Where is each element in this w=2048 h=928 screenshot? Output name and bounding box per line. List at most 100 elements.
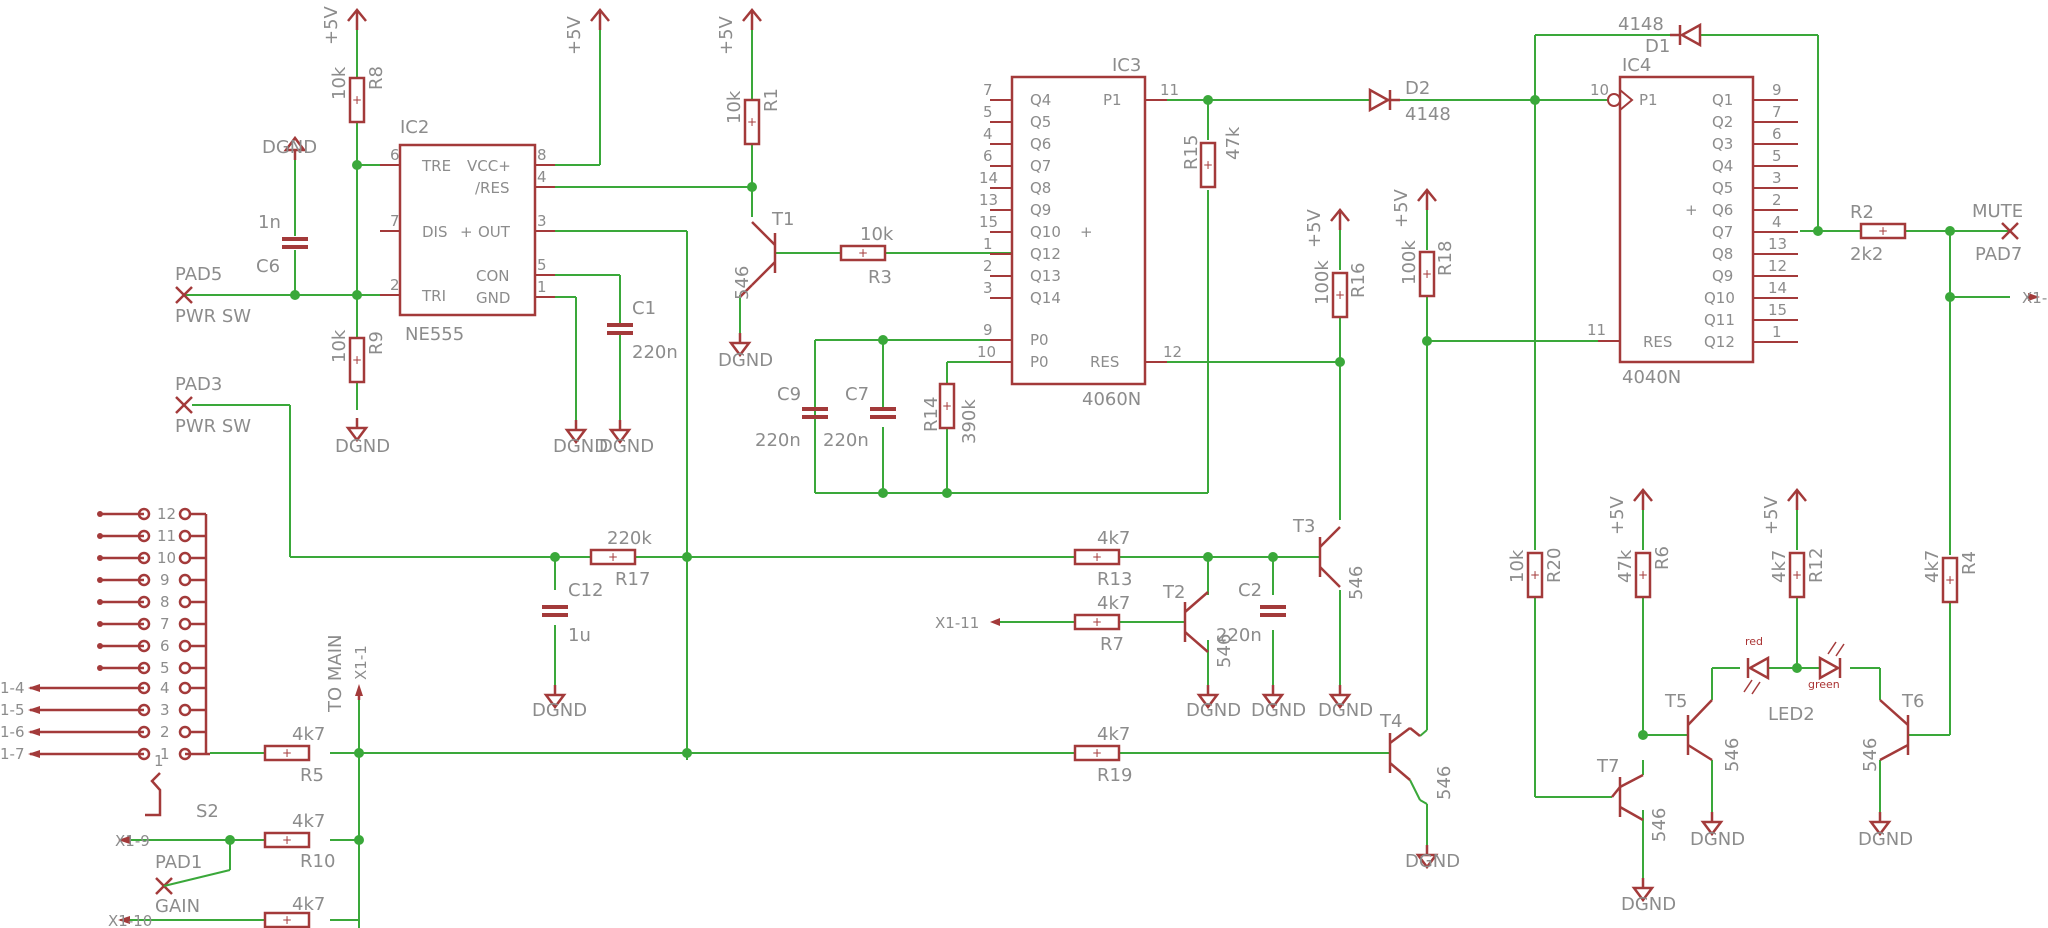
svg-text:15: 15 (1768, 301, 1787, 319)
ic2-ne555: TRE DIS TRI VCC+ /RES + OUT CON GND 6 7 … (380, 117, 555, 345)
svg-text:Q6: Q6 (1030, 135, 1051, 153)
svg-text:10k: 10k (860, 224, 894, 245)
svg-text:Q14: Q14 (1030, 289, 1061, 307)
svg-text:R15: R15 (1181, 135, 1202, 170)
svg-text:14: 14 (979, 169, 998, 187)
svg-text:R8: R8 (366, 66, 387, 90)
svg-text:546: 546 (1214, 634, 1235, 668)
svg-text:R7: R7 (1100, 634, 1124, 655)
svg-text:GND: GND (476, 289, 510, 307)
svg-text:DGND: DGND (1858, 829, 1913, 850)
svg-text:14: 14 (1768, 279, 1787, 297)
svg-text:12: 12 (1163, 343, 1182, 361)
svg-text:4k7: 4k7 (1097, 528, 1130, 549)
svg-text:+5V: +5V (1391, 188, 1412, 228)
svg-text:+: + (460, 223, 473, 241)
svg-text:10: 10 (157, 549, 176, 567)
svg-text:R9: R9 (366, 331, 387, 355)
svg-text:Q6: Q6 (1712, 201, 1733, 219)
svg-text:1-5: 1-5 (0, 701, 25, 719)
svg-text:10k: 10k (329, 329, 350, 363)
svg-text:4148: 4148 (1618, 14, 1664, 35)
svg-text:5: 5 (537, 256, 547, 274)
svg-text:VCC+: VCC+ (467, 157, 511, 175)
svg-text:R12: R12 (1806, 548, 1827, 583)
svg-text:2: 2 (983, 257, 993, 275)
svg-text:6: 6 (390, 146, 400, 164)
diodes: D2 4148 4148 D1 red green LED2 (1368, 14, 1845, 725)
transistors (739, 221, 1910, 822)
svg-text:7: 7 (390, 212, 400, 230)
svg-text:4: 4 (537, 168, 547, 186)
junctions (225, 95, 1955, 845)
svg-text:TRE: TRE (421, 157, 451, 175)
svg-text:R20: R20 (1544, 548, 1565, 583)
svg-text:DGND: DGND (262, 137, 317, 158)
svg-text:OUT: OUT (478, 223, 511, 241)
svg-text:R14: R14 (921, 397, 942, 432)
svg-text:100k: 100k (1399, 240, 1420, 285)
svg-text:R18: R18 (1435, 241, 1456, 276)
svg-text:Q9: Q9 (1030, 201, 1051, 219)
svg-text:D1: D1 (1645, 36, 1670, 57)
svg-text:R6: R6 (1652, 546, 1673, 570)
svg-text:T5: T5 (1664, 691, 1687, 712)
svg-text:9: 9 (1772, 81, 1782, 99)
svg-text:C12: C12 (568, 580, 603, 601)
svg-text:5: 5 (983, 103, 993, 121)
svg-text:546: 546 (732, 266, 753, 300)
svg-text:R2: R2 (1850, 202, 1874, 223)
svg-text:+5V: +5V (1304, 208, 1325, 248)
svg-text:X1-: X1- (2022, 289, 2047, 307)
svg-text:+5V: +5V (564, 15, 585, 55)
svg-text:PAD7: PAD7 (1975, 244, 2022, 265)
svg-text:10k: 10k (329, 66, 350, 100)
svg-text:Q10: Q10 (1704, 289, 1735, 307)
svg-text:4k7: 4k7 (1097, 593, 1130, 614)
svg-text:12: 12 (157, 505, 176, 523)
svg-text:DGND: DGND (1690, 829, 1745, 850)
svg-text:7: 7 (983, 81, 993, 99)
svg-text:1n: 1n (258, 212, 281, 233)
svg-text:3: 3 (160, 701, 170, 719)
svg-text:PAD3: PAD3 (175, 374, 222, 395)
svg-text:X1-11: X1-11 (935, 614, 979, 632)
svg-text:5: 5 (1772, 147, 1782, 165)
svg-text:220n: 220n (823, 430, 869, 451)
svg-text:11: 11 (157, 527, 176, 545)
svg-text:4060N: 4060N (1082, 389, 1141, 410)
svg-text:4k7: 4k7 (292, 724, 325, 745)
svg-text:47k: 47k (1223, 126, 1244, 160)
svg-text:Q9: Q9 (1712, 267, 1733, 285)
svg-text:DIS: DIS (422, 223, 448, 241)
svg-text:P1: P1 (1103, 91, 1122, 109)
svg-text:Q1: Q1 (1712, 91, 1733, 109)
svg-text:Q2: Q2 (1712, 113, 1733, 131)
svg-text:546: 546 (1649, 808, 1670, 842)
svg-text:X1-1: X1-1 (352, 645, 370, 680)
supply-labels: +5V +5V +5V +5V +5V +5V +5V DGND DGND DG… (262, 5, 1913, 915)
svg-text:R1: R1 (761, 88, 782, 112)
svg-text:T2: T2 (1162, 582, 1185, 603)
svg-text:546: 546 (1346, 566, 1367, 600)
svg-text:T4: T4 (1379, 711, 1402, 732)
svg-text:15: 15 (979, 213, 998, 231)
svg-text:/RES: /RES (475, 179, 509, 197)
svg-text:Q12: Q12 (1704, 333, 1735, 351)
svg-text:DGND: DGND (1405, 851, 1460, 872)
capacitors: 1n C6 C1 220n C9 220n C7 220n C12 1u C2 … (256, 212, 1288, 646)
svg-text:7: 7 (1772, 103, 1782, 121)
svg-text:C7: C7 (845, 384, 869, 405)
svg-text:PWR SW: PWR SW (175, 306, 251, 327)
svg-text:PAD5: PAD5 (175, 264, 222, 285)
svg-text:11: 11 (1587, 321, 1606, 339)
svg-text:4: 4 (160, 679, 170, 697)
svg-text:2: 2 (1772, 191, 1782, 209)
svg-text:10: 10 (1590, 81, 1609, 99)
svg-text:RES: RES (1643, 333, 1672, 351)
svg-text:R13: R13 (1097, 569, 1132, 590)
svg-text:100k: 100k (1312, 260, 1333, 305)
svg-text:C1: C1 (632, 298, 656, 319)
svg-text:10k: 10k (724, 90, 745, 124)
